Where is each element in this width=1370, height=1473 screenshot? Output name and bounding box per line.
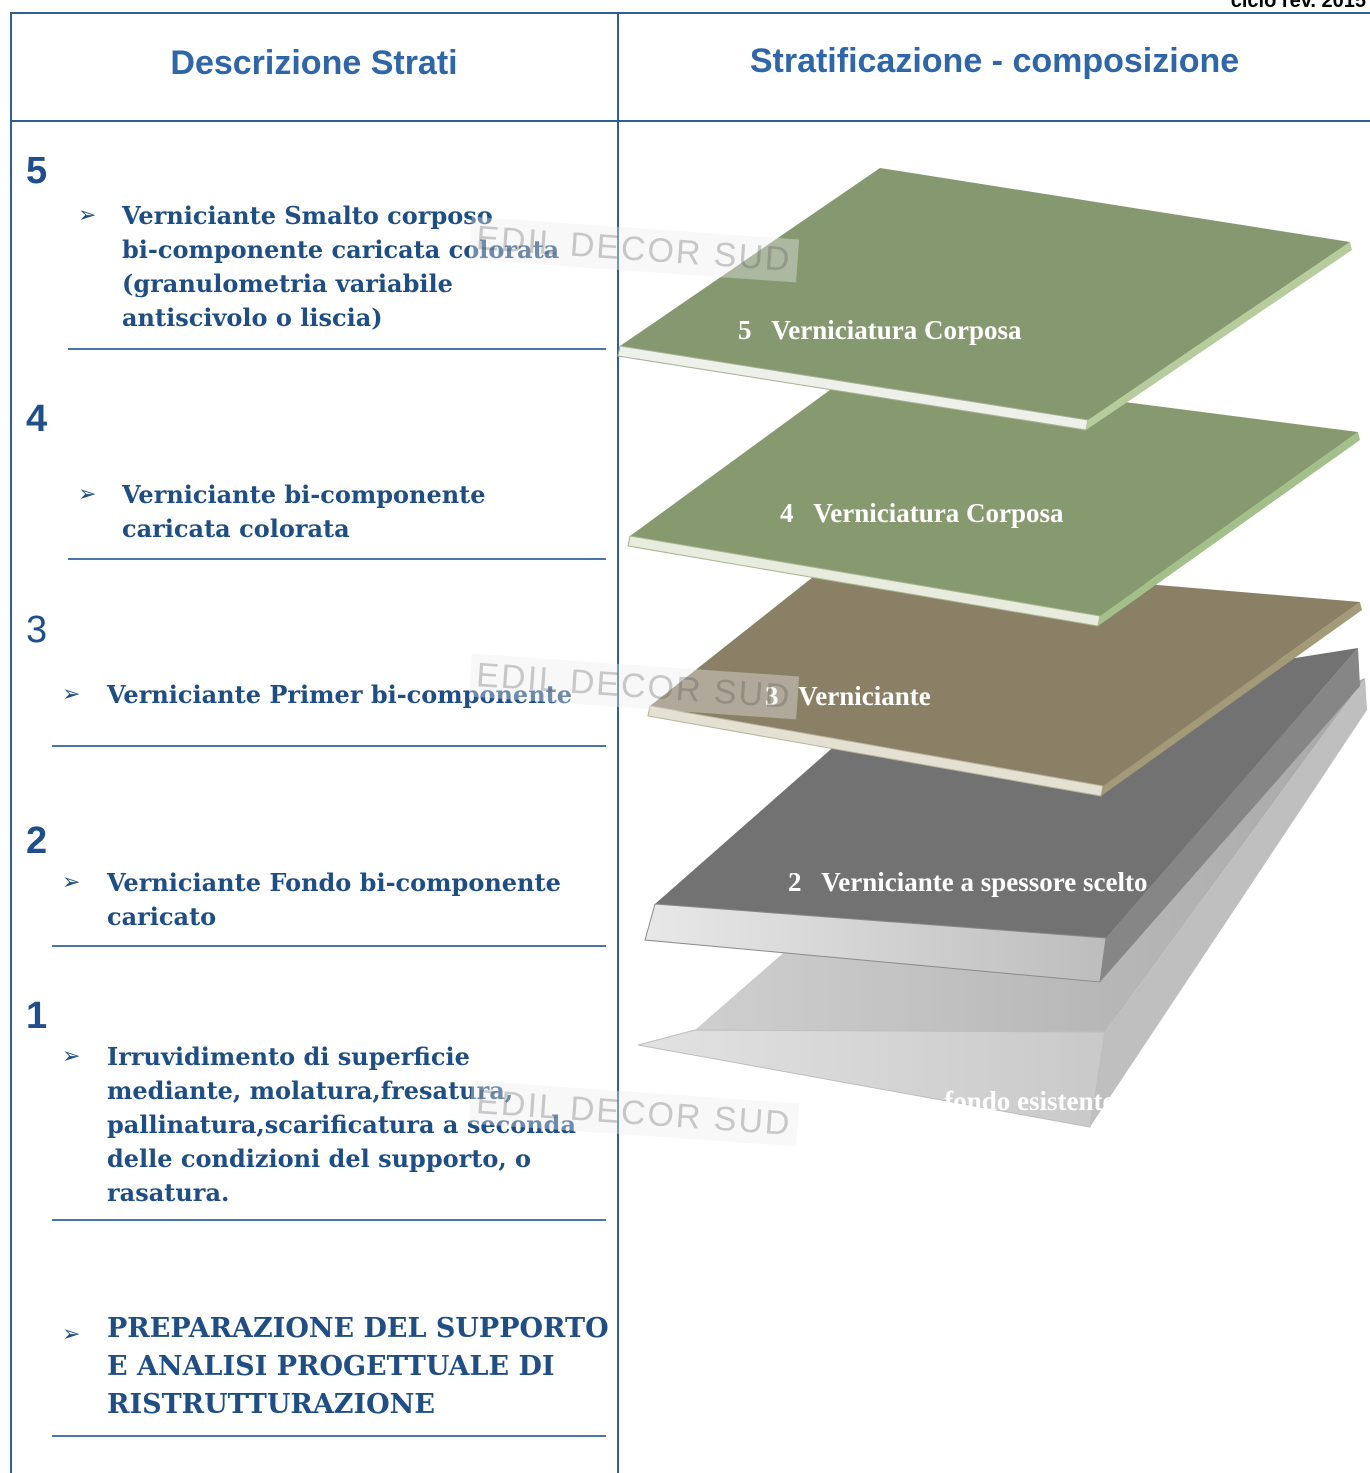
layer-description-line: Verniciante Fondo bi-componente [107,868,561,897]
table-border-top [10,12,1370,14]
layer-description-line: Irruvidimento di superficie [107,1042,470,1071]
layer-number: 4 [26,398,48,440]
layer-label-3: 3 Verniciante [765,681,931,711]
preparation-line: E ANALISI PROGETTUALE DI [107,1351,555,1382]
layer-description-line: antiscivolo o liscia) [122,303,383,332]
layer-plate-2-edge [1100,648,1360,982]
column-header-right: Stratificazione - composizione [749,42,1240,80]
header-divider [10,120,1370,122]
layer-plate-1-edge [1090,678,1367,1127]
layer-description: Verniciante Primer bi-componente [107,678,572,712]
table-border-left [10,12,12,1473]
column-header-left: Descrizione Strati [170,44,458,82]
layer-label-1: 1 Pavimento - fondo esistente [765,1086,1114,1116]
layer-plate-5-top [620,168,1350,420]
layer-plate-5-edge [1086,242,1352,430]
layer-description: Verniciante Smalto corposo bi-componente… [122,199,559,335]
layer-description: Verniciante bi-componente caricata color… [122,478,486,546]
layer-description-line: pallinatura,scarificatura a seconda [107,1110,576,1139]
layer-plate-4-top [630,368,1358,616]
layer-description-line: caricata colorata [122,514,350,543]
layer-separator [52,945,606,947]
layer-description-line: delle condizioni del supporto, o [107,1144,532,1173]
table-border-middle [617,12,619,1473]
arrow-bullet-icon: ➢ [78,482,97,507]
arrow-bullet-icon: ➢ [62,682,81,707]
layer-description-line: (granulometria variabile [122,269,453,298]
layer-plate-5 [617,168,1352,431]
layer-number: 2 [26,820,48,862]
layer-description-line: rasatura. [107,1178,230,1207]
layer-number: 3 [26,609,48,651]
layer-plate-3 [647,558,1362,797]
layer-number: 5 [26,150,48,192]
preparation-line: RISTRUTTURAZIONE [107,1389,435,1420]
layer-separator [68,558,606,560]
layer-label-2: 2 Verniciante a spessore scelto [788,867,1147,897]
layer-description-line: Verniciante bi-componente [122,480,486,509]
layer-stack-diagram: 5 Verniciatura Corposa 4 Verniciatura Co… [617,168,1367,1128]
preparation-line: PREPARAZIONE DEL SUPPORTO [107,1313,609,1344]
layer-separator [52,1435,606,1437]
layer-description-line: mediante, molatura,fresatura, [107,1076,514,1105]
layer-description-line: Verniciante Smalto corposo [122,201,493,230]
layer-number: 1 [26,995,48,1037]
layer-separator [68,348,606,350]
layer-description-line: Verniciante Primer bi-componente [107,680,572,709]
arrow-bullet-icon: ➢ [62,1044,81,1069]
layer-plate-4-edge [1098,432,1360,626]
layer-description: Irruvidimento di superficie mediante, mo… [107,1040,576,1210]
layer-separator [52,745,606,747]
arrow-bullet-icon: ➢ [78,203,97,228]
layer-plate-4 [627,368,1360,627]
layer-plate-3-top [650,558,1360,786]
arrow-bullet-icon: ➢ [62,870,81,895]
layer-label-4: 4 Verniciatura Corposa [780,498,1064,528]
preparation-description: PREPARAZIONE DEL SUPPORTO E ANALISI PROG… [107,1310,609,1424]
layer-description-line: caricato [107,902,217,931]
layer-separator [52,1219,606,1221]
layer-label-5: 5 Verniciatura Corposa [738,315,1022,345]
revision-label: ciclo rev. 2015 [1230,0,1366,12]
arrow-bullet-icon: ➢ [62,1322,81,1347]
layer-plate-3-edge [1101,602,1362,796]
layer-description-line: bi-componente caricata colorata [122,235,560,264]
layer-description: Verniciante Fondo bi-componente caricato [107,866,561,934]
